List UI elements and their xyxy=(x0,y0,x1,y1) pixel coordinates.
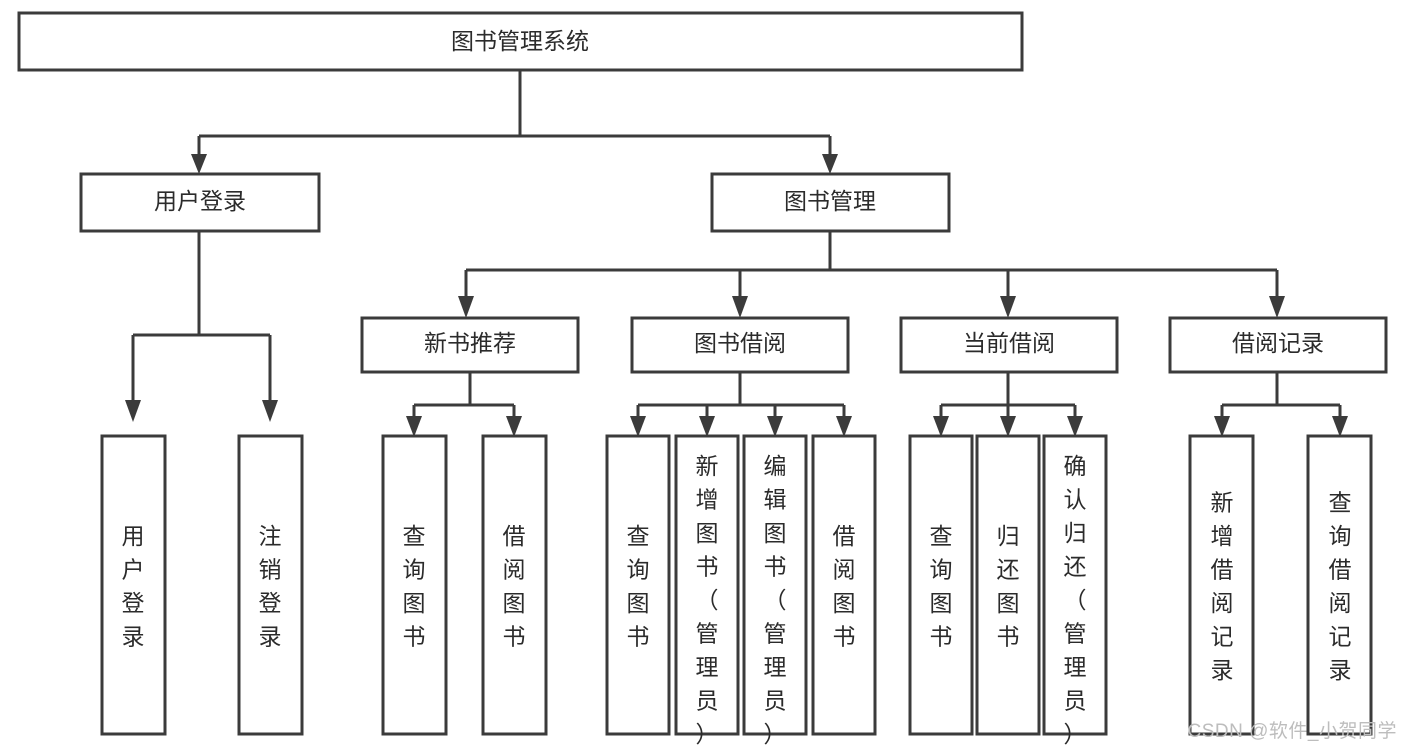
node-new-book-recommend-label: 新书推荐 xyxy=(424,330,516,356)
arrowhead-leaf-add-book xyxy=(699,416,715,437)
arrowhead-book-borrow xyxy=(732,296,748,318)
arrowhead-leaf-query-book-3 xyxy=(933,416,949,437)
node-leaf-query-book-2-box[interactable] xyxy=(605,434,671,736)
node-new-book-recommend[interactable]: 新书推荐 xyxy=(360,316,580,374)
node-borrow-record-box[interactable] xyxy=(1168,316,1388,374)
node-leaf-borrow-book-1-box[interactable] xyxy=(481,434,548,736)
arrowhead-leaf-borrow-book-1 xyxy=(506,416,522,437)
node-leaf-borrow-book-2-label: 借阅图书 xyxy=(833,523,856,650)
node-leaf-query-book-2-label: 查询图书 xyxy=(627,523,650,650)
node-leaf-query-book-3[interactable]: 查询图书 xyxy=(908,434,974,736)
node-leaf-add-book-label: 新增图书（管理员） xyxy=(696,453,719,747)
node-leaf-query-book-3-label: 查询图书 xyxy=(930,523,953,650)
arrowhead-new-book-recommend xyxy=(458,296,474,318)
node-leaf-query-book-1-box[interactable] xyxy=(381,434,448,736)
node-leaf-confirm-return-box[interactable] xyxy=(1042,434,1108,736)
arrowhead-user-login xyxy=(191,154,207,174)
node-leaf-borrow-book-2-box[interactable] xyxy=(811,434,877,736)
node-leaf-add-record-box[interactable] xyxy=(1188,434,1255,736)
node-leaf-user-login-label: 用户登录 xyxy=(122,523,145,650)
node-leaf-borrow-book-1[interactable]: 借阅图书 xyxy=(481,434,548,736)
node-leaf-user-login-box[interactable] xyxy=(100,434,167,736)
arrowhead-current-borrow xyxy=(1000,296,1016,318)
node-current-borrow[interactable]: 当前借阅 xyxy=(899,316,1119,374)
arrowhead-leaf-borrow-book-2 xyxy=(836,416,852,437)
node-leaf-edit-book[interactable]: 编辑图书（管理员） xyxy=(742,434,808,747)
node-leaf-borrow-book-1-label: 借阅图书 xyxy=(503,523,526,650)
node-borrow-record[interactable]: 借阅记录 xyxy=(1168,316,1388,374)
arrowhead-leaf-return-book xyxy=(1000,416,1016,437)
node-book-management-label: 图书管理 xyxy=(784,188,876,214)
arrowhead-leaf-confirm-return xyxy=(1067,416,1083,437)
node-leaf-borrow-book-2[interactable]: 借阅图书 xyxy=(811,434,877,736)
node-root[interactable]: 图书管理系统 xyxy=(17,11,1024,72)
node-leaf-add-record[interactable]: 新增借阅记录 xyxy=(1188,434,1255,736)
node-book-borrow[interactable]: 图书借阅 xyxy=(630,316,850,374)
node-leaf-query-book-3-box[interactable] xyxy=(908,434,974,736)
arrowhead-leaf-user-login xyxy=(125,400,141,422)
node-current-borrow-label: 当前借阅 xyxy=(963,330,1055,356)
node-user-login-box[interactable] xyxy=(79,172,321,233)
node-leaf-return-book-label: 归还图书 xyxy=(997,523,1020,650)
node-user-login[interactable]: 用户登录 xyxy=(79,172,321,233)
node-book-management[interactable]: 图书管理 xyxy=(710,172,951,233)
node-book-management-box[interactable] xyxy=(710,172,951,233)
arrowhead-book-management xyxy=(822,154,838,174)
node-leaf-add-book-box[interactable] xyxy=(674,434,740,736)
node-root-label: 图书管理系统 xyxy=(451,28,589,54)
node-leaf-return-book-box[interactable] xyxy=(975,434,1041,736)
node-leaf-logout[interactable]: 注销登录 xyxy=(237,434,304,736)
node-leaf-query-book-2[interactable]: 查询图书 xyxy=(605,434,671,736)
node-leaf-confirm-return[interactable]: 确认归还（管理员） xyxy=(1042,434,1108,747)
node-leaf-edit-book-box[interactable] xyxy=(742,434,808,736)
node-leaf-query-book-1[interactable]: 查询图书 xyxy=(381,434,448,736)
node-leaf-query-book-1-label: 查询图书 xyxy=(403,523,426,650)
node-borrow-record-label: 借阅记录 xyxy=(1232,330,1324,356)
node-leaf-query-record-label: 查询借阅记录 xyxy=(1329,490,1352,684)
node-leaf-add-record-label: 新增借阅记录 xyxy=(1211,490,1234,684)
arrowhead-leaf-query-record xyxy=(1332,416,1348,437)
arrowhead-leaf-edit-book xyxy=(767,416,783,437)
node-leaf-logout-box[interactable] xyxy=(237,434,304,736)
node-leaf-query-record-box[interactable] xyxy=(1306,434,1373,736)
node-leaf-query-record[interactable]: 查询借阅记录 xyxy=(1306,434,1373,736)
arrowhead-leaf-logout xyxy=(262,400,278,422)
arrowhead-leaf-add-record xyxy=(1214,416,1230,437)
node-book-borrow-box[interactable] xyxy=(630,316,850,374)
node-leaf-logout-label: 注销登录 xyxy=(259,523,282,650)
arrowhead-leaf-query-book-2 xyxy=(630,416,646,437)
arrowhead-leaf-query-book-1 xyxy=(406,416,422,437)
node-current-borrow-box[interactable] xyxy=(899,316,1119,374)
node-leaf-edit-book-label: 编辑图书（管理员） xyxy=(764,453,787,747)
arrowhead-borrow-record xyxy=(1269,296,1285,318)
node-user-login-label: 用户登录 xyxy=(154,188,246,214)
node-new-book-recommend-box[interactable] xyxy=(360,316,580,374)
connector-layer xyxy=(125,70,1348,437)
node-leaf-return-book[interactable]: 归还图书 xyxy=(975,434,1041,736)
node-leaf-user-login[interactable]: 用户登录 xyxy=(100,434,167,736)
node-root-box[interactable] xyxy=(17,11,1024,72)
node-leaf-add-book[interactable]: 新增图书（管理员） xyxy=(674,434,740,747)
node-leaf-confirm-return-label: 确认归还（管理员） xyxy=(1064,453,1087,747)
node-book-borrow-label: 图书借阅 xyxy=(694,330,786,356)
